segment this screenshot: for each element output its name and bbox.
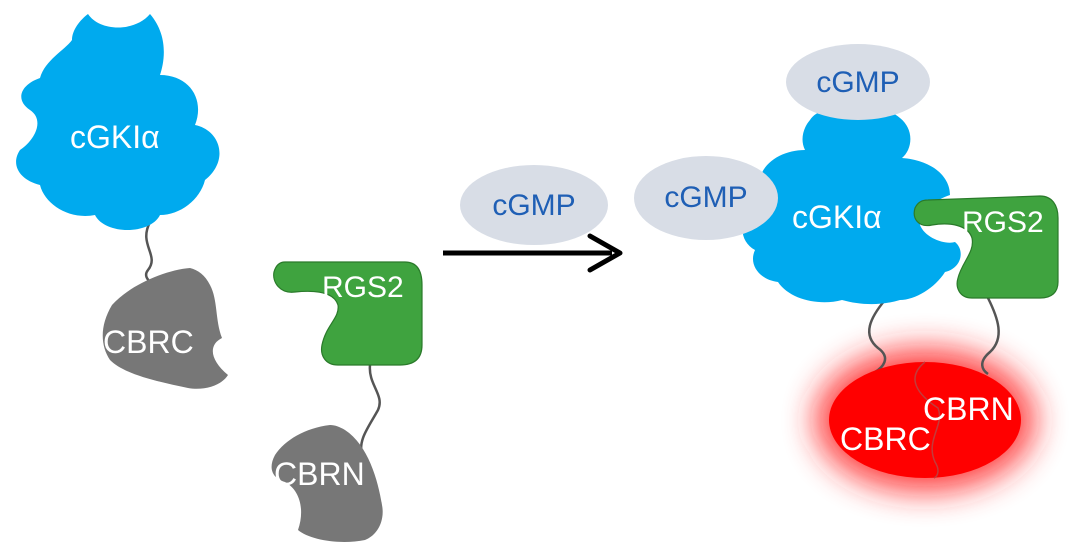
right-kinase-shape [742, 105, 961, 305]
right-kinase-linker-line [867, 299, 887, 374]
left-rgs-label: RGS2 [322, 271, 404, 304]
left-cbrc-shape [102, 268, 228, 389]
right-cgmp-top-label: cGMP [816, 66, 899, 99]
right-kinase-label: cGKIα [792, 199, 882, 235]
right-cgmp-left-label: cGMP [664, 181, 747, 214]
middle-group: cGMP [443, 165, 623, 273]
left-cbrn-shape [271, 425, 383, 542]
left-rgs-group: RGS2 CBRN [271, 261, 423, 542]
right-rgs-linker-line [981, 297, 1000, 376]
reaction-arrow-head [587, 233, 623, 273]
left-kinase-shape [16, 14, 220, 230]
right-cgmp-left-ellipse [634, 156, 778, 240]
left-cbrc-label: CBRC [103, 324, 194, 360]
left-kinase-group: cGKIα CBRC [16, 14, 228, 389]
complex-cbrc-label: CBRC [840, 421, 931, 457]
middle-cgmp-label: cGMP [492, 189, 575, 222]
complex-divider [914, 361, 941, 479]
right-group: CBRC CBRN cGKIα RGS2 cGMP cGMP [634, 44, 1059, 492]
right-rgs-shape [913, 195, 1059, 299]
right-rgs-label: RGS2 [962, 206, 1044, 239]
middle-cgmp-ellipse [460, 165, 608, 245]
right-cgmp-top-ellipse [786, 44, 930, 120]
complex-cbrn-label: CBRN [923, 391, 1014, 427]
left-rgs-linker-line [359, 364, 381, 456]
left-kinase-label: cGKIα [70, 119, 160, 155]
left-rgs-shape [273, 261, 423, 366]
left-cbrn-label: CBRN [274, 456, 365, 492]
complex-ellipse [829, 362, 1021, 478]
